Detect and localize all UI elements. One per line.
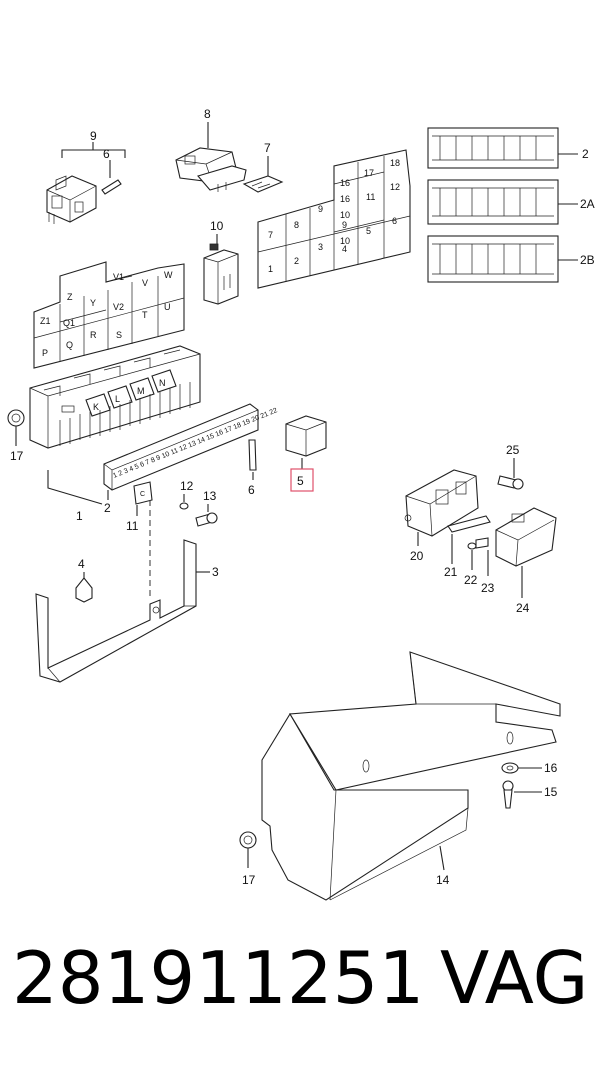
label-2-strip: 2 (104, 501, 111, 515)
part-14-cover: 14 (261, 651, 561, 901)
label-16: 16 (544, 761, 558, 775)
part-24-relay: 24 (495, 507, 557, 615)
svg-text:T: T (142, 310, 148, 320)
part-15-screw: 15 (502, 780, 558, 809)
relay-position-grid-left: Z1 Q1 P Q R S Z Y V1 V2 V W T U (33, 261, 185, 369)
part-17-grommet-bottom: 17 (239, 831, 257, 887)
svg-text:3: 3 (318, 242, 323, 252)
part-21-plate: 21 (444, 515, 491, 579)
label-17-left: 17 (10, 449, 24, 463)
svg-text:W: W (164, 270, 173, 280)
svg-text:7: 7 (268, 230, 273, 240)
label-8: 8 (204, 107, 211, 121)
exploded-parts-diagram: 9 6 8 7 10 (7, 107, 595, 901)
part-11-clip: C 11 (126, 481, 153, 533)
part-13-screw: 13 (195, 489, 218, 527)
label-22: 22 (464, 573, 478, 587)
part-25-screw: 25 (497, 443, 524, 490)
label-2a: 2A (580, 197, 595, 211)
highlight-box (290, 468, 314, 492)
part-12-washer: 12 (179, 479, 194, 510)
label-25: 25 (506, 443, 520, 457)
fuse-strip-2b: 2B (427, 235, 595, 283)
svg-text:Q: Q (66, 340, 73, 350)
svg-text:Y: Y (90, 298, 96, 308)
part-7-fuse: 7 (242, 141, 284, 193)
svg-text:P: P (42, 348, 48, 358)
svg-text:V1: V1 (113, 272, 124, 282)
label-20: 20 (410, 549, 424, 563)
svg-text:18: 18 (390, 158, 400, 168)
svg-text:16: 16 (340, 194, 350, 204)
label-1: 1 (76, 509, 83, 523)
label-21: 21 (444, 565, 458, 579)
label-2b: 2B (580, 253, 595, 267)
svg-text:M: M (137, 386, 145, 396)
part-3-bracket: 3 (35, 539, 219, 683)
fuse-strip-2a: 2A (427, 179, 595, 225)
svg-text:12: 12 (390, 182, 400, 192)
label-13: 13 (203, 489, 217, 503)
svg-text:6: 6 (392, 216, 397, 226)
label-24: 24 (516, 601, 530, 615)
label-3: 3 (212, 565, 219, 579)
part-number: 281911251 (12, 936, 425, 1020)
label-7: 7 (264, 141, 271, 155)
part-5-relay-highlighted: 5 (285, 415, 327, 492)
part-1-fuse-relay-block: K L M N 1 (29, 345, 201, 523)
svg-text:10: 10 (340, 210, 350, 220)
part-22-washer: 22 (464, 542, 478, 587)
brand-name: VAG (440, 936, 589, 1020)
label-6-mid: 6 (248, 483, 255, 497)
svg-text:U: U (164, 302, 171, 312)
svg-text:V: V (142, 278, 148, 288)
svg-text:Z1: Z1 (40, 316, 51, 326)
svg-text:V2: V2 (113, 302, 124, 312)
part-4-clip: 4 (75, 557, 93, 603)
label-23: 23 (481, 581, 495, 595)
svg-text:2: 2 (294, 256, 299, 266)
label-2-top: 2 (582, 147, 589, 161)
svg-text:K: K (93, 402, 99, 412)
label-17-bottom: 17 (242, 873, 256, 887)
label-5: 5 (297, 474, 304, 488)
svg-text:9: 9 (342, 220, 347, 230)
fuse-strip-2: 2 (427, 127, 589, 169)
part-9-relay-assembly: 9 6 (46, 129, 126, 224)
svg-text:C: C (140, 491, 145, 498)
svg-text:8: 8 (294, 220, 299, 230)
svg-text:16: 16 (340, 178, 350, 188)
relay-position-grid-right: 1 2 3 4 5 6 7 8 9 9 10 10 11 12 16 16 17… (257, 149, 411, 289)
label-11: 11 (126, 519, 139, 533)
svg-text:R: R (90, 330, 97, 340)
part-16-washer: 16 (501, 761, 558, 775)
svg-text:Z: Z (67, 292, 73, 302)
svg-text:1: 1 (268, 264, 273, 274)
svg-text:17: 17 (364, 168, 374, 178)
svg-text:Q1: Q1 (63, 318, 75, 328)
svg-text:9: 9 (318, 204, 323, 214)
part-17-grommet-left: 17 (7, 409, 25, 463)
part-10-relay: 10 (203, 219, 239, 305)
part-6-pin: 6 (248, 439, 257, 497)
label-15: 15 (544, 785, 558, 799)
label-10: 10 (210, 219, 224, 233)
svg-text:4: 4 (342, 244, 347, 254)
part-8-relay: 8 (175, 107, 247, 192)
svg-text:L: L (115, 394, 120, 404)
label-9: 9 (90, 129, 97, 143)
label-4: 4 (78, 557, 85, 571)
svg-text:N: N (159, 378, 166, 388)
part-23-screw: 23 (475, 537, 495, 595)
svg-text:5: 5 (366, 226, 371, 236)
svg-text:S: S (116, 330, 122, 340)
label-6-top: 6 (103, 147, 110, 161)
part-20-relay-base: 20 (404, 469, 479, 563)
svg-text:10: 10 (340, 236, 350, 246)
label-14: 14 (436, 873, 450, 887)
svg-text:11: 11 (366, 192, 375, 202)
label-12: 12 (180, 479, 194, 493)
